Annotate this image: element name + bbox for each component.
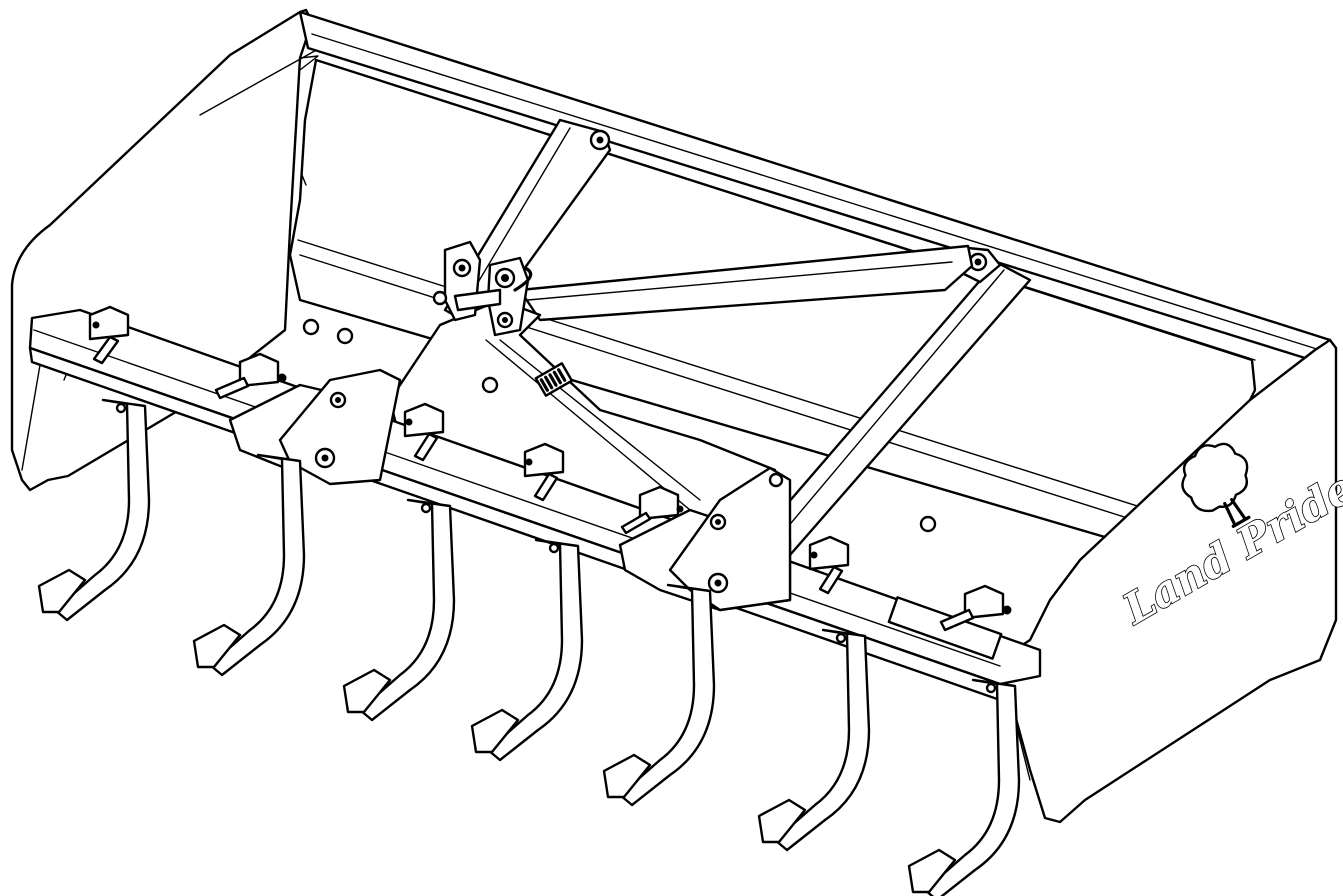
mount-hole <box>304 320 318 334</box>
mount-hole <box>338 329 352 343</box>
shank <box>604 585 714 805</box>
shank <box>344 500 454 720</box>
mount-hole <box>921 517 935 531</box>
shank <box>194 455 304 675</box>
shank <box>909 680 1019 896</box>
shank <box>759 630 869 850</box>
shank <box>472 540 582 760</box>
